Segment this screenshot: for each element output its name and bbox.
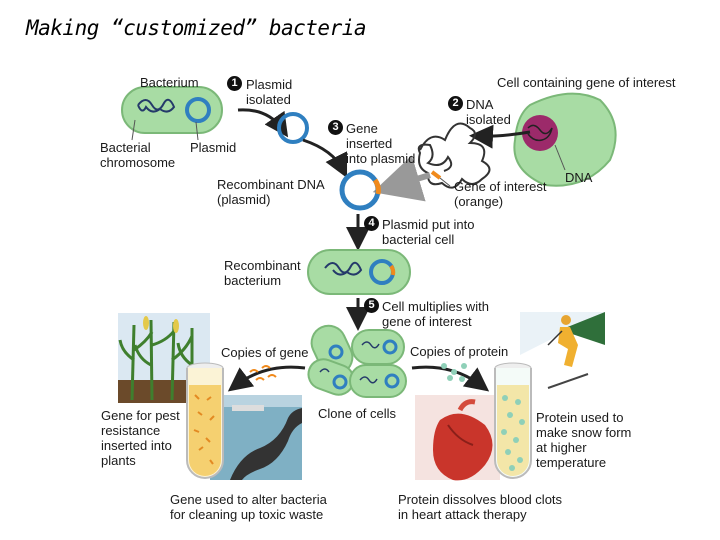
isolated-dna-strand [417, 122, 491, 189]
recombinant-gene [372, 178, 381, 195]
label-copies-of-gene: Copies of gene [221, 345, 309, 360]
label-recombinant-bacterium: Recombinant bacterium [224, 258, 301, 288]
label-cell-multiplies: Cell multiplies with gene of interest [382, 299, 489, 329]
bacterium-cell [121, 86, 223, 134]
gene-segment [430, 170, 442, 180]
gene-copies [249, 365, 277, 381]
protein-test-tube [494, 362, 532, 479]
isolate-arrow [237, 108, 289, 138]
skier-image [520, 312, 605, 400]
chromosome-pointer [131, 119, 136, 141]
label-recombinant-dna: Recombinant DNA (plasmid) [217, 177, 325, 207]
oil-spill-image [210, 395, 302, 480]
label-gene-inserted: Gene inserted into plasmid [346, 121, 416, 166]
gene-transfer-arrow [372, 155, 431, 202]
recombinant-bacterium-cell [307, 249, 411, 295]
label-plasmid: Plasmid [190, 140, 237, 155]
gene-use-arrow [227, 365, 306, 392]
heart-image [415, 395, 500, 481]
insert-arrow [302, 138, 348, 179]
step-2-badge: 2 [448, 96, 463, 111]
donor-cell [513, 92, 617, 187]
label-gene-toxic-waste: Gene used to alter bacteria for cleaning… [170, 492, 327, 522]
label-bacterial-chromosome: Bacterial chromosome [100, 140, 176, 170]
dna-isolate-arrow [469, 124, 531, 149]
label-dna-isolated: DNA isolated [466, 97, 511, 127]
plasmid-pointer [195, 121, 199, 141]
label-gene-for-pest: Gene for pest resistance inserted into p… [101, 408, 180, 468]
label-dna: DNA [565, 170, 593, 185]
step-3-badge: 3 [328, 120, 343, 135]
label-clone-of-cells: Clone of cells [318, 406, 397, 421]
gene-test-tube [186, 362, 224, 479]
protein-use-arrow [411, 365, 490, 392]
step-1-badge: 1 [227, 76, 242, 91]
label-cell-containing-gene: Cell containing gene of interest [497, 75, 676, 90]
label-protein-blood-clots: Protein dissolves blood clots in heart a… [398, 492, 563, 522]
isolated-plasmid [277, 112, 309, 144]
step-5-badge: 5 [364, 298, 379, 313]
label-protein-snow: Protein used to make snow form at higher… [536, 410, 632, 470]
label-plasmid-isolated: Plasmid isolated [246, 77, 293, 107]
step-4-badge: 4 [364, 216, 379, 231]
dna-pointer [554, 144, 566, 171]
recombinant-plasmid [339, 169, 381, 211]
label-bacterium: Bacterium [140, 75, 199, 90]
gene-pointer [439, 177, 451, 187]
label-plasmid-put-into: Plasmid put into bacterial cell [382, 217, 475, 247]
label-copies-of-protein: Copies of protein [410, 344, 509, 359]
page-title: Making “customized” bacteria [26, 16, 367, 40]
clone-cells [307, 324, 407, 398]
protein-copies [441, 363, 467, 382]
label-gene-of-interest: Gene of interest (orange) [454, 179, 547, 209]
